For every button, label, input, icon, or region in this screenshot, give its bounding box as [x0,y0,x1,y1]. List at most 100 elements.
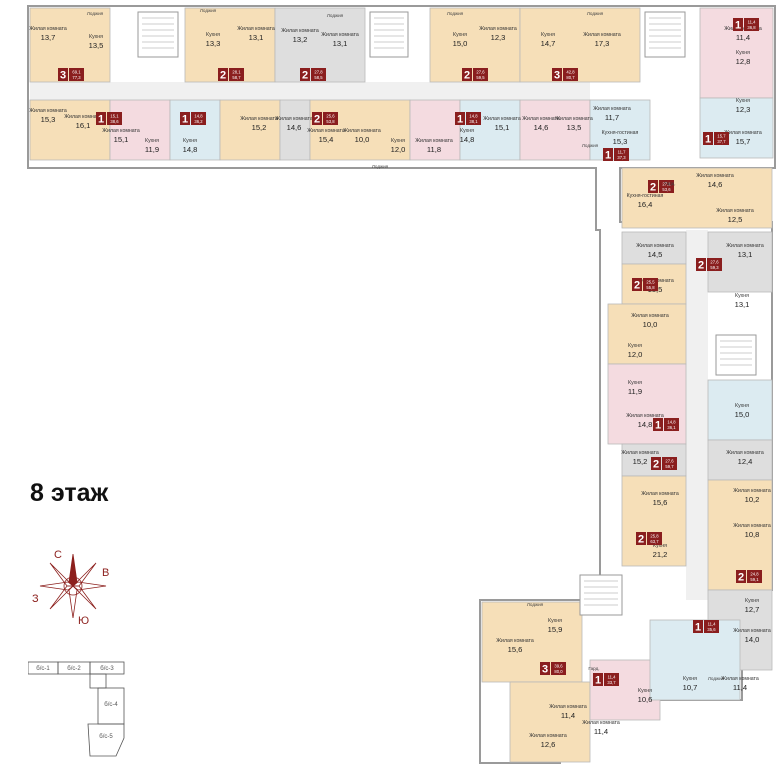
area-box [563,68,578,81]
room-name: Жилая комната [549,704,587,710]
room-count: 2 [638,534,644,546]
room-count-box [632,278,642,291]
room-area: 11,8 [427,145,441,154]
room-name: Жилая комната [583,32,621,38]
room-count: 1 [595,675,601,687]
corridor-top [30,82,590,100]
room-area: 13,5 [567,123,582,132]
living-area: 25,5 [646,280,655,285]
room-count: 1 [655,420,661,432]
living-area: 14,8 [194,114,203,119]
living-area: 11,4 [748,20,757,25]
keymap-label-3: б/с-3 [100,666,114,672]
living-area: 28,1 [232,70,241,75]
room-name: Кухня [653,543,667,549]
apt-zone [409,99,461,161]
room-count-box [455,112,465,125]
compass-south: Ю [78,615,89,626]
room-count: 1 [735,20,741,32]
room-name: Жилая комната [29,26,67,32]
room-name: Кухня [548,618,562,624]
stair-core [137,11,179,58]
stair-core [369,11,409,58]
room-name: Кухня [391,138,405,144]
room-count-box [462,68,472,81]
room-count-box [312,112,322,125]
total-area: 36,1 [667,425,676,430]
area-box [659,180,674,193]
living-area: 27,6 [476,70,485,75]
room-name: Кухня [145,138,159,144]
room-area: 11,9 [145,145,159,154]
room-name: Кухня [735,403,749,409]
total-area: 59,7 [665,464,674,469]
room-name: Кухня [541,32,555,38]
room-name: Жилая комната [626,413,664,419]
room-count: 2 [464,70,470,82]
stair-cores [137,11,757,616]
room-count-box [703,132,713,145]
total-area: 36,8 [747,25,756,30]
room-area: 15,0 [453,39,468,48]
room-name: Кухня-гостиная [602,130,639,136]
apt-zone [621,167,773,229]
keymap-label-2: б/с-2 [67,666,81,672]
living-area: 27,6 [665,459,674,464]
room-area: 15,6 [653,498,668,507]
room-area: 12,4 [738,457,753,466]
room-count-box [552,68,562,81]
room-name: Жилая комната [726,243,764,249]
room-area: 14,5 [648,250,663,259]
room-count: 1 [695,622,701,634]
total-area: 37,7 [717,139,726,144]
room-area: 13,1 [735,300,750,309]
living-area: 15,7 [717,134,726,139]
section-keymap: б/с-1 б/с-2 б/с-3 б/с-4 б/с-5 [28,661,125,757]
room-count: 1 [705,134,711,146]
room-name: Кухня [89,34,103,40]
total-area: 63,7 [650,539,659,544]
room-name: Жилая комната [29,108,67,114]
room-name: Жилая комната [696,173,734,179]
room-name: Кухня [736,98,750,104]
room-name: Жилая комната [733,488,771,494]
room-area: 15,1 [114,135,129,144]
room-name: Жилая комната [733,523,771,529]
room-count-box [603,148,613,161]
room-name: Кухня [745,598,759,604]
room-name: Жилая комната [641,491,679,497]
total-area: 55,8 [646,285,655,290]
loggia-label: Лоджия [582,143,599,148]
living-area: 69,1 [72,70,81,75]
room-area: 11,4 [594,727,608,736]
room-count: 1 [98,114,104,126]
apt-zone [699,97,774,159]
apt-zone [459,99,521,161]
room-count-box [733,18,743,31]
room-name: Жилая комната [724,130,762,136]
room-name: Жилая комната [483,116,521,122]
